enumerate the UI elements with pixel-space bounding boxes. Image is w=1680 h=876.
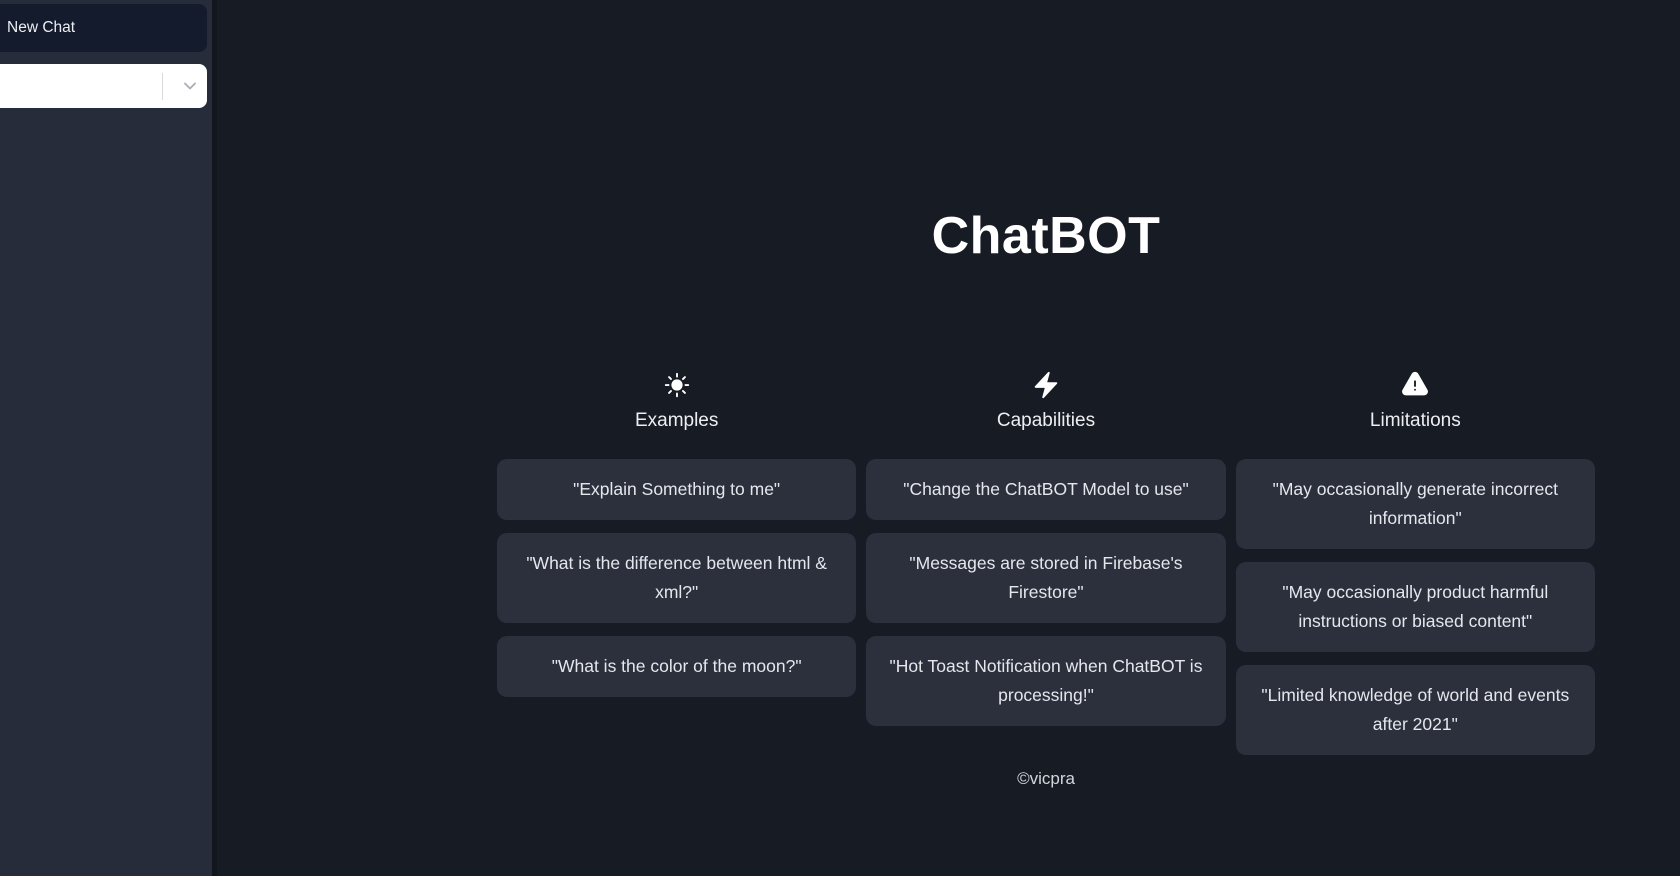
limitations-card-list: "May occasionally generate incorrect inf… — [1235, 459, 1595, 756]
limitation-card: "May occasionally product harmful instru… — [1235, 562, 1595, 653]
limitation-card: "May occasionally generate incorrect inf… — [1235, 459, 1595, 550]
app-title: ChatBOT — [931, 207, 1161, 265]
features-grid: Examples "Explain Something to me" "What… — [497, 370, 1595, 756]
capability-card: "Messages are stored in Firebase's Fires… — [866, 533, 1226, 624]
model-select[interactable] — [0, 64, 207, 108]
main-content: ChatBOT Examples "Explain Something to m… — [217, 0, 1680, 876]
sun-icon — [662, 370, 692, 400]
limitation-card: "Limited knowledge of world and events a… — [1235, 665, 1595, 756]
bolt-icon — [1031, 370, 1061, 400]
example-card[interactable]: "Explain Something to me" — [497, 459, 857, 521]
capability-card: "Hot Toast Notification when ChatBOT is … — [866, 636, 1226, 727]
warning-icon — [1400, 370, 1430, 400]
chevron-down-icon — [173, 76, 207, 96]
capabilities-card-list: "Change the ChatBOT Model to use" "Messa… — [866, 459, 1226, 727]
example-card[interactable]: "What is the color of the moon?" — [497, 636, 857, 698]
column-capabilities: Capabilities "Change the ChatBOT Model t… — [866, 370, 1226, 755]
column-limitations: Limitations "May occasionally generate i… — [1235, 370, 1595, 756]
example-card[interactable]: "What is the difference between html & x… — [497, 533, 857, 624]
column-label-capabilities: Capabilities — [996, 410, 1096, 432]
capability-card: "Change the ChatBOT Model to use" — [866, 459, 1226, 521]
column-label-limitations: Limitations — [1369, 410, 1461, 432]
examples-card-list: "Explain Something to me" "What is the d… — [497, 459, 857, 698]
column-examples: Examples "Explain Something to me" "What… — [497, 370, 857, 755]
new-chat-button[interactable]: New Chat — [0, 4, 207, 52]
column-label-examples: Examples — [634, 410, 719, 432]
new-chat-label: New Chat — [7, 19, 76, 36]
content-container: ChatBOT Examples "Explain Something to m… — [497, 0, 1595, 790]
select-divider — [162, 72, 163, 100]
footer-credit: ©vicpra — [1017, 769, 1075, 789]
sidebar: New Chat — [0, 0, 217, 876]
